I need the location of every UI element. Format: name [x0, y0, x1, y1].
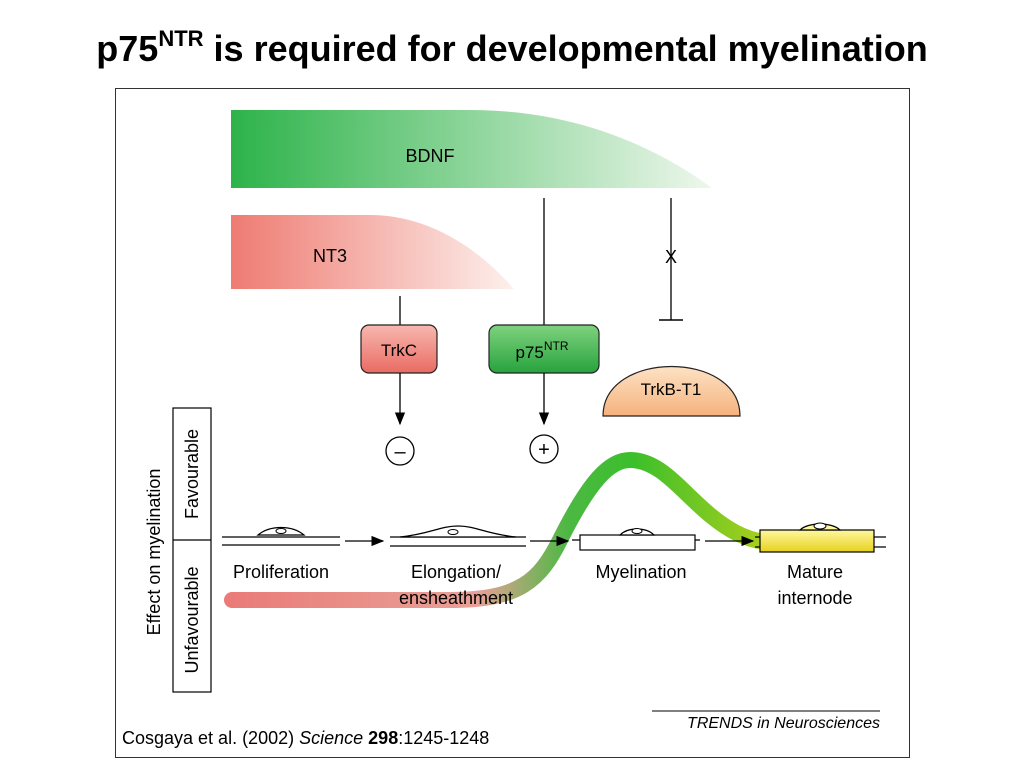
citation: Cosgaya et al. (2002) Science 298:1245-1… [122, 728, 489, 748]
plus-effect-label: + [538, 439, 550, 461]
bdnf-label: BDNF [406, 146, 455, 166]
journal-label: TRENDS in Neurosciences [687, 715, 880, 732]
elongation-cell [390, 525, 526, 547]
proliferation-cell [222, 526, 340, 546]
stage-proliferation-label: Proliferation [233, 562, 329, 582]
title-superscript: NTR [158, 26, 204, 51]
favourable-label: Favourable [182, 429, 202, 519]
minus-effect-label: – [394, 441, 406, 463]
nt3-label: NT3 [313, 246, 347, 266]
effect-axis-box [172, 407, 212, 693]
unfavourable-label: Unfavourable [182, 566, 202, 673]
effect-curve [224, 451, 778, 608]
stage-mature-label-line1: Mature [787, 562, 843, 582]
figure-frame [115, 88, 910, 758]
plus-effect-icon [529, 434, 559, 464]
trkc-label: TrkC [381, 341, 417, 360]
trkb-dome [602, 366, 741, 417]
trkc-box [360, 324, 438, 374]
mature-internode-cell [755, 522, 886, 553]
stage-elongation-label-line2: ensheathment [399, 588, 513, 608]
stage-mature-label-line2: internode [777, 588, 852, 608]
title-main: p75 [96, 28, 159, 69]
title-rest: is required for developmental myelinatio… [203, 28, 928, 69]
block-mark: X [665, 247, 677, 267]
bdnf-gradient [231, 110, 712, 188]
trkb-label: TrkB-T1 [641, 380, 702, 399]
stage-myelination-label: Myelination [595, 562, 686, 582]
stage-elongation-label-line1: Elongation/ [411, 562, 501, 582]
myelination-cell [572, 528, 700, 551]
page-title: p75NTR is required for developmental mye… [0, 26, 1024, 70]
nt3-gradient [231, 215, 514, 289]
minus-effect-icon [385, 436, 415, 466]
axis-title: Effect on myelination [144, 469, 164, 636]
p75-label: p75NTR [515, 339, 568, 362]
